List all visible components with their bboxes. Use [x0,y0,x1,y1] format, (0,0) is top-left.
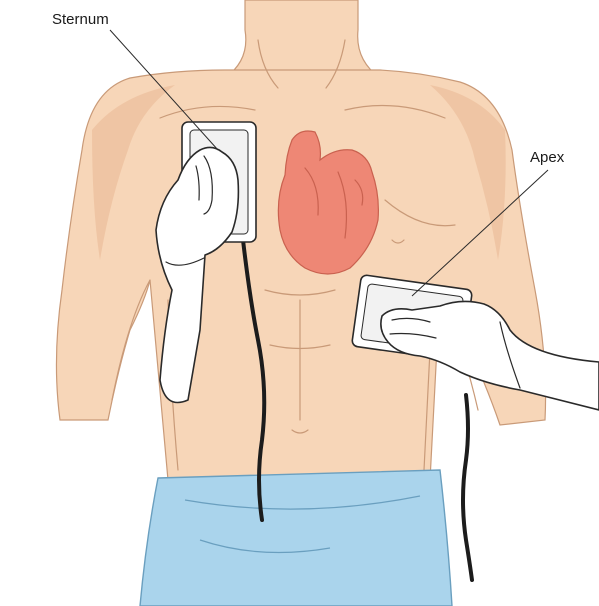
shorts [140,470,452,606]
sternum-label: Sternum [52,11,109,28]
apex-label: Apex [530,149,565,166]
neck [225,0,380,78]
apex-paddle-cable [463,395,472,580]
